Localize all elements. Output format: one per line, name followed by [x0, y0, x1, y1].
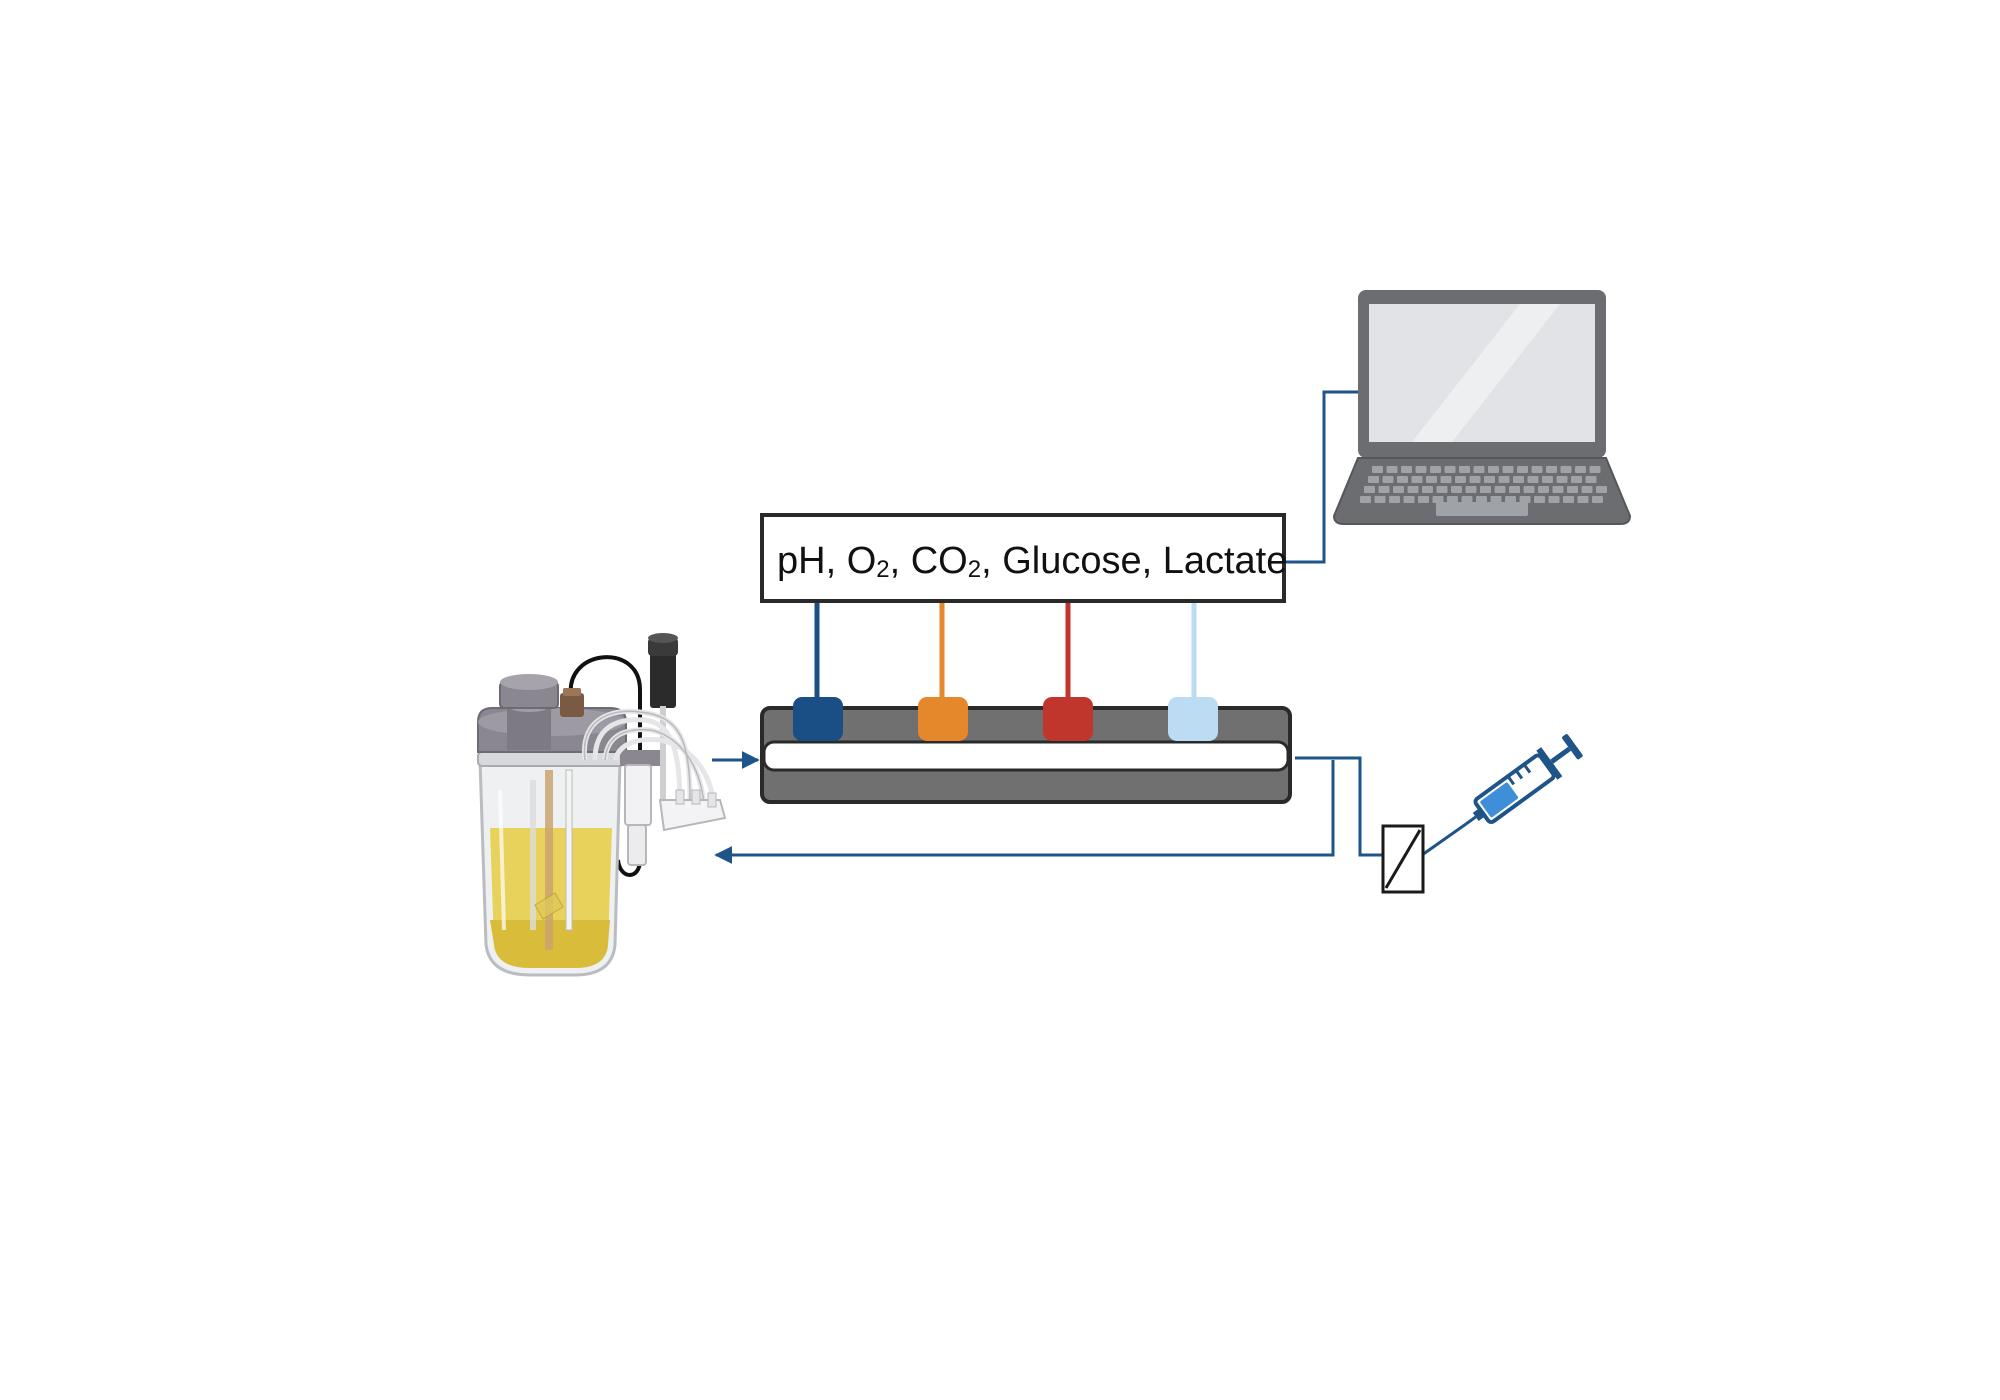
- label-segment: , Glucose, Lactate: [981, 540, 1287, 582]
- label-segment: , CO: [890, 540, 968, 582]
- keyboard-key: [1509, 486, 1520, 493]
- syringe-icon: [1465, 734, 1583, 826]
- keyboard-key: [1444, 466, 1456, 473]
- keyboard-key: [1548, 496, 1560, 503]
- keyboard-key: [1577, 496, 1589, 503]
- bioreactor-icon: [477, 633, 727, 977]
- keyboard-key: [1560, 466, 1572, 473]
- keyboard-key: [1490, 496, 1502, 503]
- keyboard-key: [1494, 486, 1506, 493]
- sensor-chips: [793, 697, 1218, 741]
- keyboard-key: [1542, 476, 1553, 483]
- flow-lines: [712, 390, 1467, 864]
- glucose-lactate-sensor-chip: [1168, 697, 1218, 741]
- laptop-link: [1285, 390, 1360, 564]
- keyboard-key: [1523, 486, 1535, 493]
- keyboard-key: [1455, 476, 1466, 483]
- keyboard-key: [1411, 476, 1423, 483]
- keyboard-key: [1546, 466, 1557, 473]
- keyboard-key: [1552, 486, 1564, 493]
- keyboard-key: [1498, 476, 1510, 483]
- keyboard-key: [1432, 496, 1444, 503]
- keyboard-key: [1386, 466, 1398, 473]
- keyboard-key: [1517, 466, 1528, 473]
- keyboard-key: [1484, 476, 1495, 483]
- keyboard-key: [1397, 476, 1408, 483]
- keyboard-key: [1563, 496, 1574, 503]
- keyboard-key: [1476, 496, 1487, 503]
- keyboard-key: [1505, 496, 1516, 503]
- ph-sensor-chip: [793, 697, 843, 741]
- keyboard-key: [1567, 486, 1578, 493]
- sensor-parameters-label: pH, O2, CO2, Glucose, Lactate: [777, 540, 1287, 583]
- keyboard-key: [1447, 496, 1458, 503]
- keyboard-key: [1382, 476, 1394, 483]
- keyboard-key: [1364, 486, 1375, 493]
- keyboard-key: [1368, 476, 1379, 483]
- keyboard-key: [1527, 476, 1539, 483]
- label-subscript: 2: [968, 556, 981, 583]
- keyboard-key: [1360, 496, 1371, 503]
- keyboard-key: [1581, 486, 1593, 493]
- laptop-keyboard: [1360, 466, 1607, 503]
- keyboard-key: [1488, 466, 1499, 473]
- keyboard-key: [1556, 476, 1568, 483]
- keyboard-key: [1480, 486, 1491, 493]
- keyboard-key: [1534, 496, 1545, 503]
- keyboard-key: [1575, 466, 1586, 473]
- o2-sensor-chip: [918, 697, 968, 741]
- return-arrow: [714, 760, 1335, 864]
- laptop-icon: [1332, 290, 1632, 525]
- keyboard-key: [1372, 466, 1383, 473]
- label-segment: pH, O: [777, 540, 876, 582]
- keyboard-key: [1422, 486, 1433, 493]
- sensor-label-box: pH, O2, CO2, Glucose, Lactate: [760, 513, 1287, 603]
- flow-cell-manifold: [760, 706, 1292, 804]
- keyboard-key: [1393, 486, 1404, 493]
- keyboard-key: [1407, 486, 1419, 493]
- keyboard-key: [1415, 466, 1427, 473]
- keyboard-key: [1430, 466, 1441, 473]
- keyboard-key: [1403, 496, 1415, 503]
- keyboard-key: [1440, 476, 1452, 483]
- keyboard-key: [1374, 496, 1386, 503]
- keyboard-key: [1426, 476, 1437, 483]
- keyboard-key: [1436, 486, 1448, 493]
- filter-icon: [1381, 824, 1425, 894]
- co2-sensor-chip: [1043, 697, 1093, 741]
- keyboard-key: [1571, 476, 1582, 483]
- keyboard-key: [1513, 476, 1524, 483]
- keyboard-key: [1531, 466, 1543, 473]
- keyboard-key: [1519, 496, 1531, 503]
- flow-channel: [762, 740, 1290, 772]
- keyboard-key: [1473, 466, 1485, 473]
- keyboard-key: [1538, 486, 1549, 493]
- keyboard-key: [1596, 486, 1607, 493]
- keyboard-key: [1502, 466, 1514, 473]
- keyboard-key: [1378, 486, 1390, 493]
- keyboard-key: [1465, 486, 1477, 493]
- keyboard-key: [1585, 476, 1597, 483]
- keyboard-key: [1469, 476, 1481, 483]
- keyboard-key: [1459, 466, 1470, 473]
- syringe-line: [1421, 822, 1467, 857]
- label-subscript: 2: [876, 556, 889, 583]
- keyboard-key: [1589, 466, 1601, 473]
- filter-line: [1295, 756, 1383, 857]
- keyboard-key: [1401, 466, 1412, 473]
- keyboard-key: [1451, 486, 1462, 493]
- sensor-stems: [814, 602, 1197, 708]
- keyboard-key: [1389, 496, 1400, 503]
- keyboard-key: [1592, 496, 1603, 503]
- keyboard-key: [1418, 496, 1429, 503]
- keyboard-key: [1461, 496, 1473, 503]
